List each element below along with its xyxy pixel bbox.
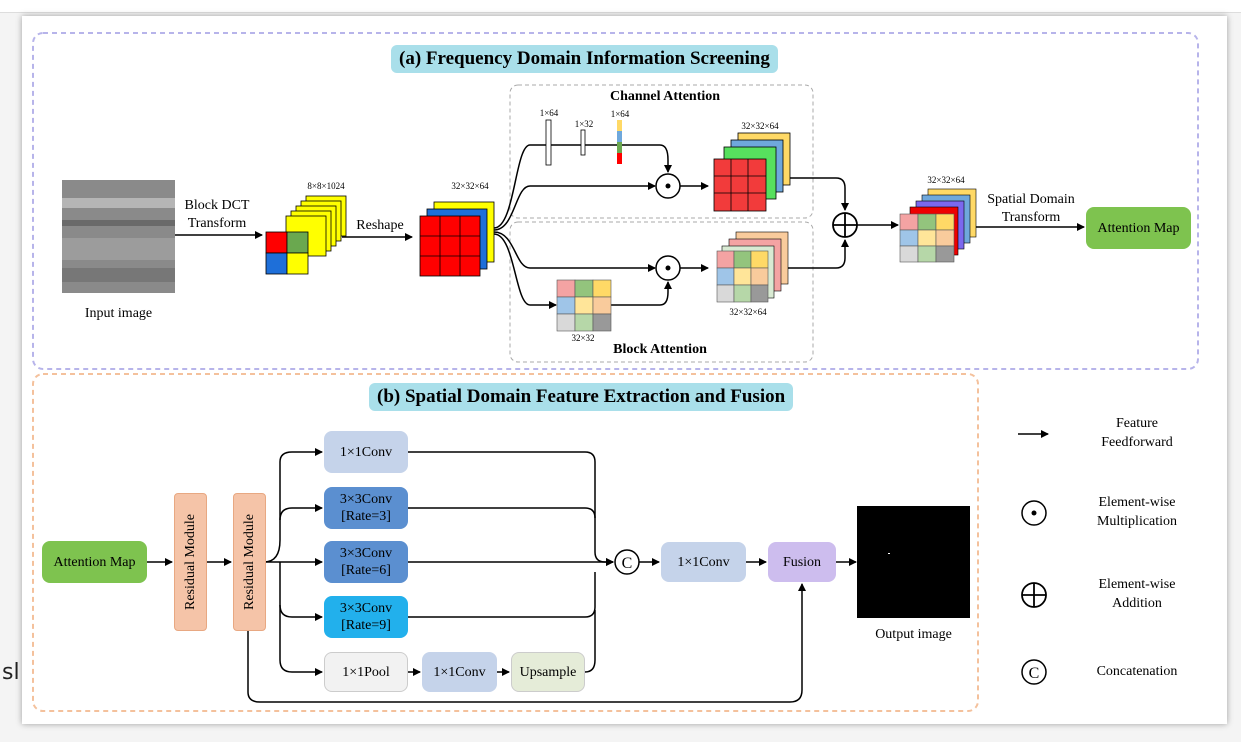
sum-dim: 32×32×64 — [927, 175, 965, 185]
dct-dim-label: 8×8×1024 — [307, 181, 345, 191]
legend-add-1: Element-wise — [1098, 577, 1176, 592]
ba-out-dim: 32×32×64 — [729, 307, 767, 317]
legend-feedforward-1: Feature — [1116, 416, 1158, 431]
dct-label-1: Block DCT — [184, 198, 250, 213]
pool-box: 1×1Pool — [324, 652, 408, 692]
svg-text:C: C — [1029, 665, 1040, 682]
section-a-frame — [32, 32, 1199, 370]
block-attention-frame — [509, 221, 814, 363]
multiply-icon-top — [655, 173, 681, 199]
conv-1x1-box: 1×1Conv — [324, 431, 408, 473]
ca-output-cube — [713, 132, 791, 212]
output-image — [857, 506, 970, 618]
input-image — [62, 180, 175, 293]
legend-add-2: Addition — [1112, 596, 1162, 611]
legend-mult-2: Multiplication — [1096, 514, 1178, 529]
legend-feedforward-2: Feedforward — [1101, 435, 1173, 450]
residual-module-1: Residual Module — [174, 493, 207, 631]
concat-conv-box: 1×1Conv — [661, 542, 746, 582]
section-b-title: (b) Spatial Domain Feature Extraction an… — [369, 383, 794, 411]
legend-add-icon — [1021, 582, 1047, 608]
reshape-label: Reshape — [356, 218, 404, 233]
addition-icon — [832, 212, 858, 238]
conv-3x3-rate9-box: 3×3Conv[Rate=9] — [324, 596, 408, 638]
legend-mult-1: Element-wise — [1098, 495, 1176, 510]
ca-vector-3 — [617, 120, 622, 164]
ba-dim: 32×32 — [571, 333, 595, 343]
section-b-frame — [32, 373, 979, 712]
ca-vector-2 — [580, 129, 586, 156]
browser-top-strip — [0, 0, 1241, 13]
concat-icon: C — [614, 549, 640, 575]
conv-3x3-rate6-box: 3×3Conv[Rate=6] — [324, 541, 408, 583]
pool-conv-box: 1×1Conv — [422, 652, 497, 692]
block-attention-map — [556, 279, 612, 332]
ca-out-dim: 32×32×64 — [741, 121, 779, 131]
attention-map-output: Attention Map — [1086, 207, 1191, 249]
spatial-transform-2: Transform — [1001, 210, 1061, 225]
block-attention-label: Block Attention — [613, 342, 707, 357]
ba-output-cube — [716, 231, 789, 303]
summed-cube — [899, 188, 977, 263]
dct-block-stack — [265, 195, 347, 275]
legend-concat: Concatenation — [1096, 664, 1178, 679]
attention-map-input: Attention Map — [42, 541, 147, 583]
reshape-dim-label: 32×32×64 — [451, 181, 489, 191]
legend-concat-icon: C — [1021, 659, 1047, 685]
svg-text:C: C — [622, 555, 633, 572]
ca-vector-1 — [545, 119, 552, 166]
legend-multiply-icon — [1021, 500, 1047, 526]
ca-dim-3: 1×64 — [610, 109, 630, 119]
channel-attention-label: Channel Attention — [609, 89, 721, 104]
residual-module-2: Residual Module — [233, 493, 266, 631]
multiply-icon-bottom — [655, 255, 681, 281]
channel-attention-frame — [509, 84, 814, 219]
spatial-transform-1: Spatial Domain — [987, 192, 1075, 207]
upsample-box: Upsample — [511, 652, 585, 692]
ca-dim-1: 1×64 — [539, 108, 559, 118]
conv-3x3-rate3-box: 3×3Conv[Rate=3] — [324, 487, 408, 529]
section-a-title: (a) Frequency Domain Information Screeni… — [391, 45, 778, 73]
background-text: sl — [2, 660, 20, 685]
reshape-cube — [419, 201, 495, 277]
ca-dim-2: 1×32 — [574, 119, 594, 129]
input-image-label: Input image — [84, 306, 153, 321]
dct-label-2: Transform — [187, 216, 247, 231]
fusion-box: Fusion — [768, 542, 836, 582]
output-image-label: Output image — [875, 627, 952, 642]
